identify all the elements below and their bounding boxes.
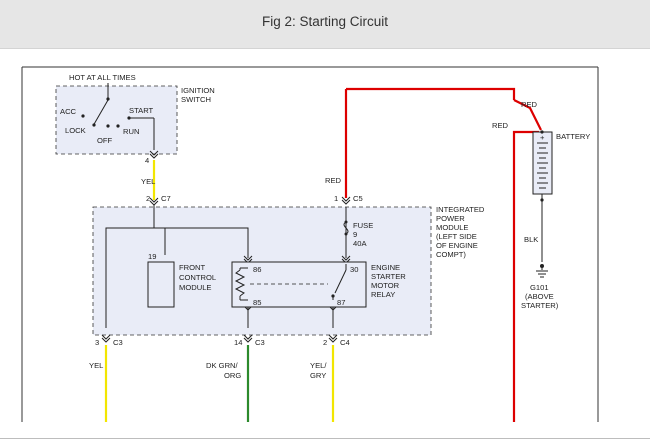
wire-label-blk: BLK (524, 235, 538, 244)
battery-label: BATTERY (556, 132, 590, 141)
c7-pin: 2 (146, 194, 150, 203)
c3a-pin: 3 (95, 338, 99, 347)
relay-label-2: STARTER (371, 272, 406, 281)
battery-plus: + (540, 133, 545, 142)
ground-id: G101 (530, 283, 549, 292)
ipm-label-3: MODULE (436, 223, 469, 232)
wire-label-yel-upper: YEL (141, 177, 155, 186)
ipm-label-2: POWER (436, 214, 465, 223)
ipm-label-4: (LEFT SIDE (436, 232, 477, 241)
ignition-switch-title-2: SWITCH (181, 95, 211, 104)
wire-label-yelgry-2: GRY (310, 371, 326, 380)
c5-pin: 1 (334, 194, 338, 203)
front-control-module: 19 FRONT CONTROL MODULE (147, 252, 216, 308)
ground-line2: (ABOVE (525, 292, 554, 301)
figure-title: Fig 2: Starting Circuit (261, 14, 389, 29)
c3b-label: C3 (255, 338, 265, 347)
connector-c3-pin14: 14 C3 (234, 334, 265, 347)
relay-pin-85: 85 (253, 298, 261, 307)
connector-c5: 1 C5 (334, 194, 363, 205)
starter-relay: 86 85 30 87 ENGINE STARTER MOTOR RELAY (231, 261, 406, 308)
fcm-label-1: FRONT (179, 263, 206, 272)
c4-pin: 2 (323, 338, 327, 347)
fuse-label: FUSE (353, 221, 373, 230)
ipm-label-1: INTEGRATED (436, 205, 485, 214)
wire-label-red-2: RED (492, 121, 509, 130)
header-bar: Fig 2: Starting Circuit (0, 0, 650, 49)
connector-c4: 2 C4 (323, 334, 350, 347)
relay-pin-86: 86 (253, 265, 261, 274)
connector-c7: 2 C7 (146, 194, 171, 228)
run-label: RUN (123, 127, 139, 136)
fuse-rating: 40A (353, 239, 367, 248)
fcm-label-3: MODULE (179, 283, 212, 292)
off-label: OFF (97, 136, 113, 145)
wire-label-yel-lower: YEL (89, 361, 103, 370)
ground-line3: STARTER) (521, 301, 559, 310)
wire-label-yelgry-1: YEL/ (310, 361, 327, 370)
c3a-label: C3 (113, 338, 123, 347)
ignition-switch: HOT AT ALL TIMES IGNITION SWITCH ACC LOC… (55, 73, 215, 165)
fcm-label-2: CONTROL (179, 273, 216, 282)
ipm-label-6: COMPT) (436, 250, 466, 259)
hot-at-all-times-label: HOT AT ALL TIMES (69, 73, 136, 82)
ground-g101: G101 (ABOVE STARTER) (521, 264, 559, 310)
fuse-9: FUSE 9 40A (343, 220, 373, 248)
acc-label: ACC (60, 107, 77, 116)
c7-label: C7 (161, 194, 171, 203)
fuse-number: 9 (353, 230, 357, 239)
relay-label-1: ENGINE (371, 263, 400, 272)
connector-c3-pin3: 3 C3 (95, 334, 123, 347)
ipm-label-5: OF ENGINE (436, 241, 478, 250)
c3b-pin: 14 (234, 338, 242, 347)
diagram-frame (21, 66, 599, 422)
wires: YEL RED RED RED YEL DK GRN/ ORG YEL/ GRY (89, 87, 542, 422)
ignition-switch-title-1: IGNITION (181, 86, 215, 95)
wire-label-dkgrn-1: DK GRN/ (206, 361, 239, 370)
wire-label-red-1: RED (521, 100, 538, 109)
wire-label-dkgrn-2: ORG (224, 371, 241, 380)
bottom-divider (0, 438, 650, 439)
c5-label: C5 (353, 194, 363, 203)
wire-label-red-c5: RED (325, 176, 342, 185)
relay-label-4: RELAY (371, 290, 395, 299)
relay-label-3: MOTOR (371, 281, 400, 290)
start-label: START (129, 106, 154, 115)
relay-pin-87: 87 (337, 298, 345, 307)
lock-label: LOCK (65, 126, 86, 135)
battery: + BATTERY BLK (524, 130, 590, 262)
c4-label: C4 (340, 338, 350, 347)
relay-pin-30: 30 (350, 265, 358, 274)
fcm-pin-19: 19 (148, 252, 156, 261)
ignition-pin-4: 4 (145, 156, 149, 165)
